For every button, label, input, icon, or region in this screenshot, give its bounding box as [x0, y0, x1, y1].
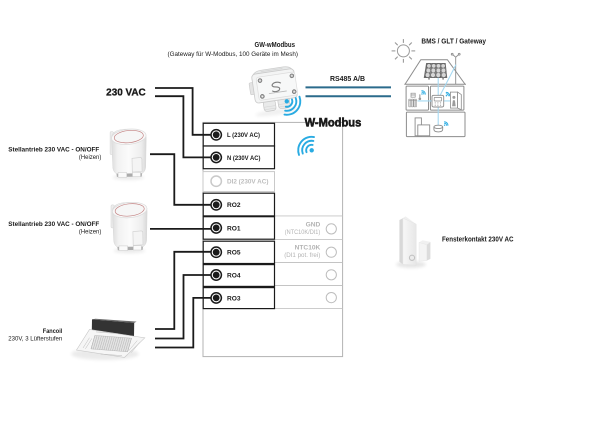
svg-text:(Heizen): (Heizen)	[79, 228, 101, 235]
svg-text:(NTC10K/DI1): (NTC10K/DI1)	[285, 229, 321, 236]
svg-text:230 VAC: 230 VAC	[106, 87, 146, 98]
svg-text:BMS / GLT / Gateway: BMS / GLT / Gateway	[421, 39, 486, 46]
svg-text:Fancoil: Fancoil	[43, 328, 63, 335]
svg-text:GW-wModbus: GW-wModbus	[255, 42, 296, 49]
svg-text:L (230V AC): L (230V AC)	[227, 132, 260, 139]
svg-text:RO5: RO5	[227, 250, 241, 257]
svg-text:Stellantrieb 230 VAC - ON/OFF: Stellantrieb 230 VAC - ON/OFF	[8, 221, 99, 228]
svg-text:W-Modbus: W-Modbus	[305, 116, 362, 130]
svg-text:NTC10K: NTC10K	[295, 245, 321, 252]
svg-text:RO3: RO3	[227, 295, 241, 302]
svg-text:GND: GND	[306, 221, 321, 228]
svg-text:RO2: RO2	[227, 202, 241, 209]
svg-text:Stellantrieb 230 VAC - ON/OFF: Stellantrieb 230 VAC - ON/OFF	[8, 146, 99, 153]
svg-text:(Gateway für W-Modbus, 100 Ger: (Gateway für W-Modbus, 100 Geräte im Mes…	[168, 51, 299, 58]
svg-text:(Heizen): (Heizen)	[79, 154, 101, 161]
svg-text:RO4: RO4	[227, 272, 241, 279]
svg-text:230V, 3 Lüfterstufen: 230V, 3 Lüfterstufen	[8, 335, 62, 342]
svg-text:N (230V AC): N (230V AC)	[227, 155, 261, 162]
svg-text:RS485 A/B: RS485 A/B	[330, 76, 365, 83]
svg-text:Fensterkontakt 230V AC: Fensterkontakt 230V AC	[442, 236, 514, 243]
svg-text:(DI1 pot. frei): (DI1 pot. frei)	[284, 252, 320, 259]
svg-text:RO1: RO1	[227, 225, 241, 232]
svg-text:DI2 (230V AC): DI2 (230V AC)	[227, 179, 269, 186]
